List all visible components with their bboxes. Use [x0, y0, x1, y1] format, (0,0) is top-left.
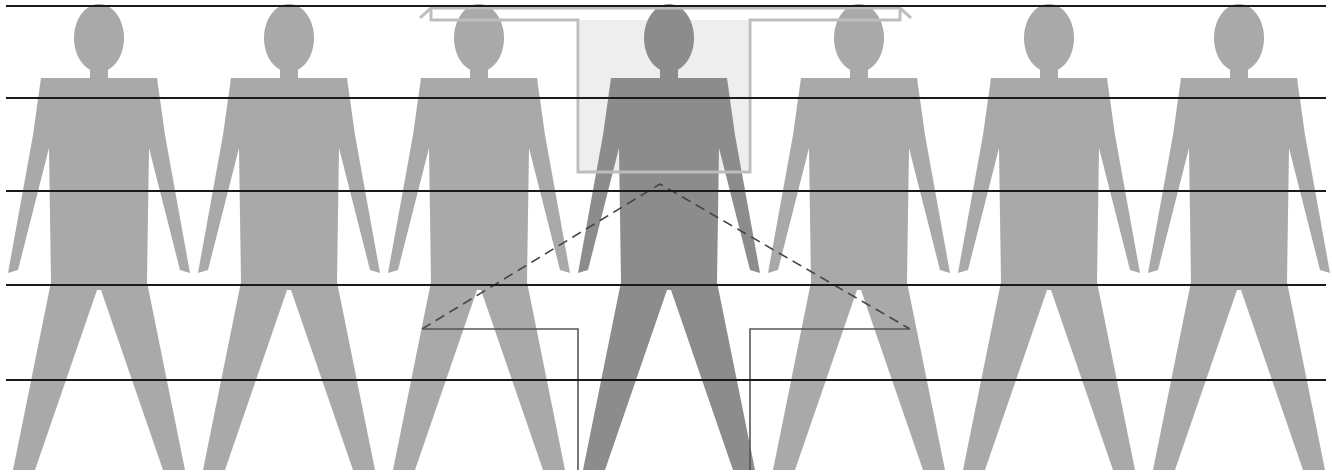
- figures-group: [8, 4, 1330, 470]
- person-figure-1: [8, 4, 190, 470]
- person-figure-5: [768, 4, 950, 470]
- lower-bracket: [422, 329, 910, 470]
- person-figure-7: [1148, 4, 1330, 470]
- person-figure-2: [198, 4, 380, 470]
- person-figure-6: [958, 4, 1140, 470]
- person-figure-3: [388, 4, 570, 470]
